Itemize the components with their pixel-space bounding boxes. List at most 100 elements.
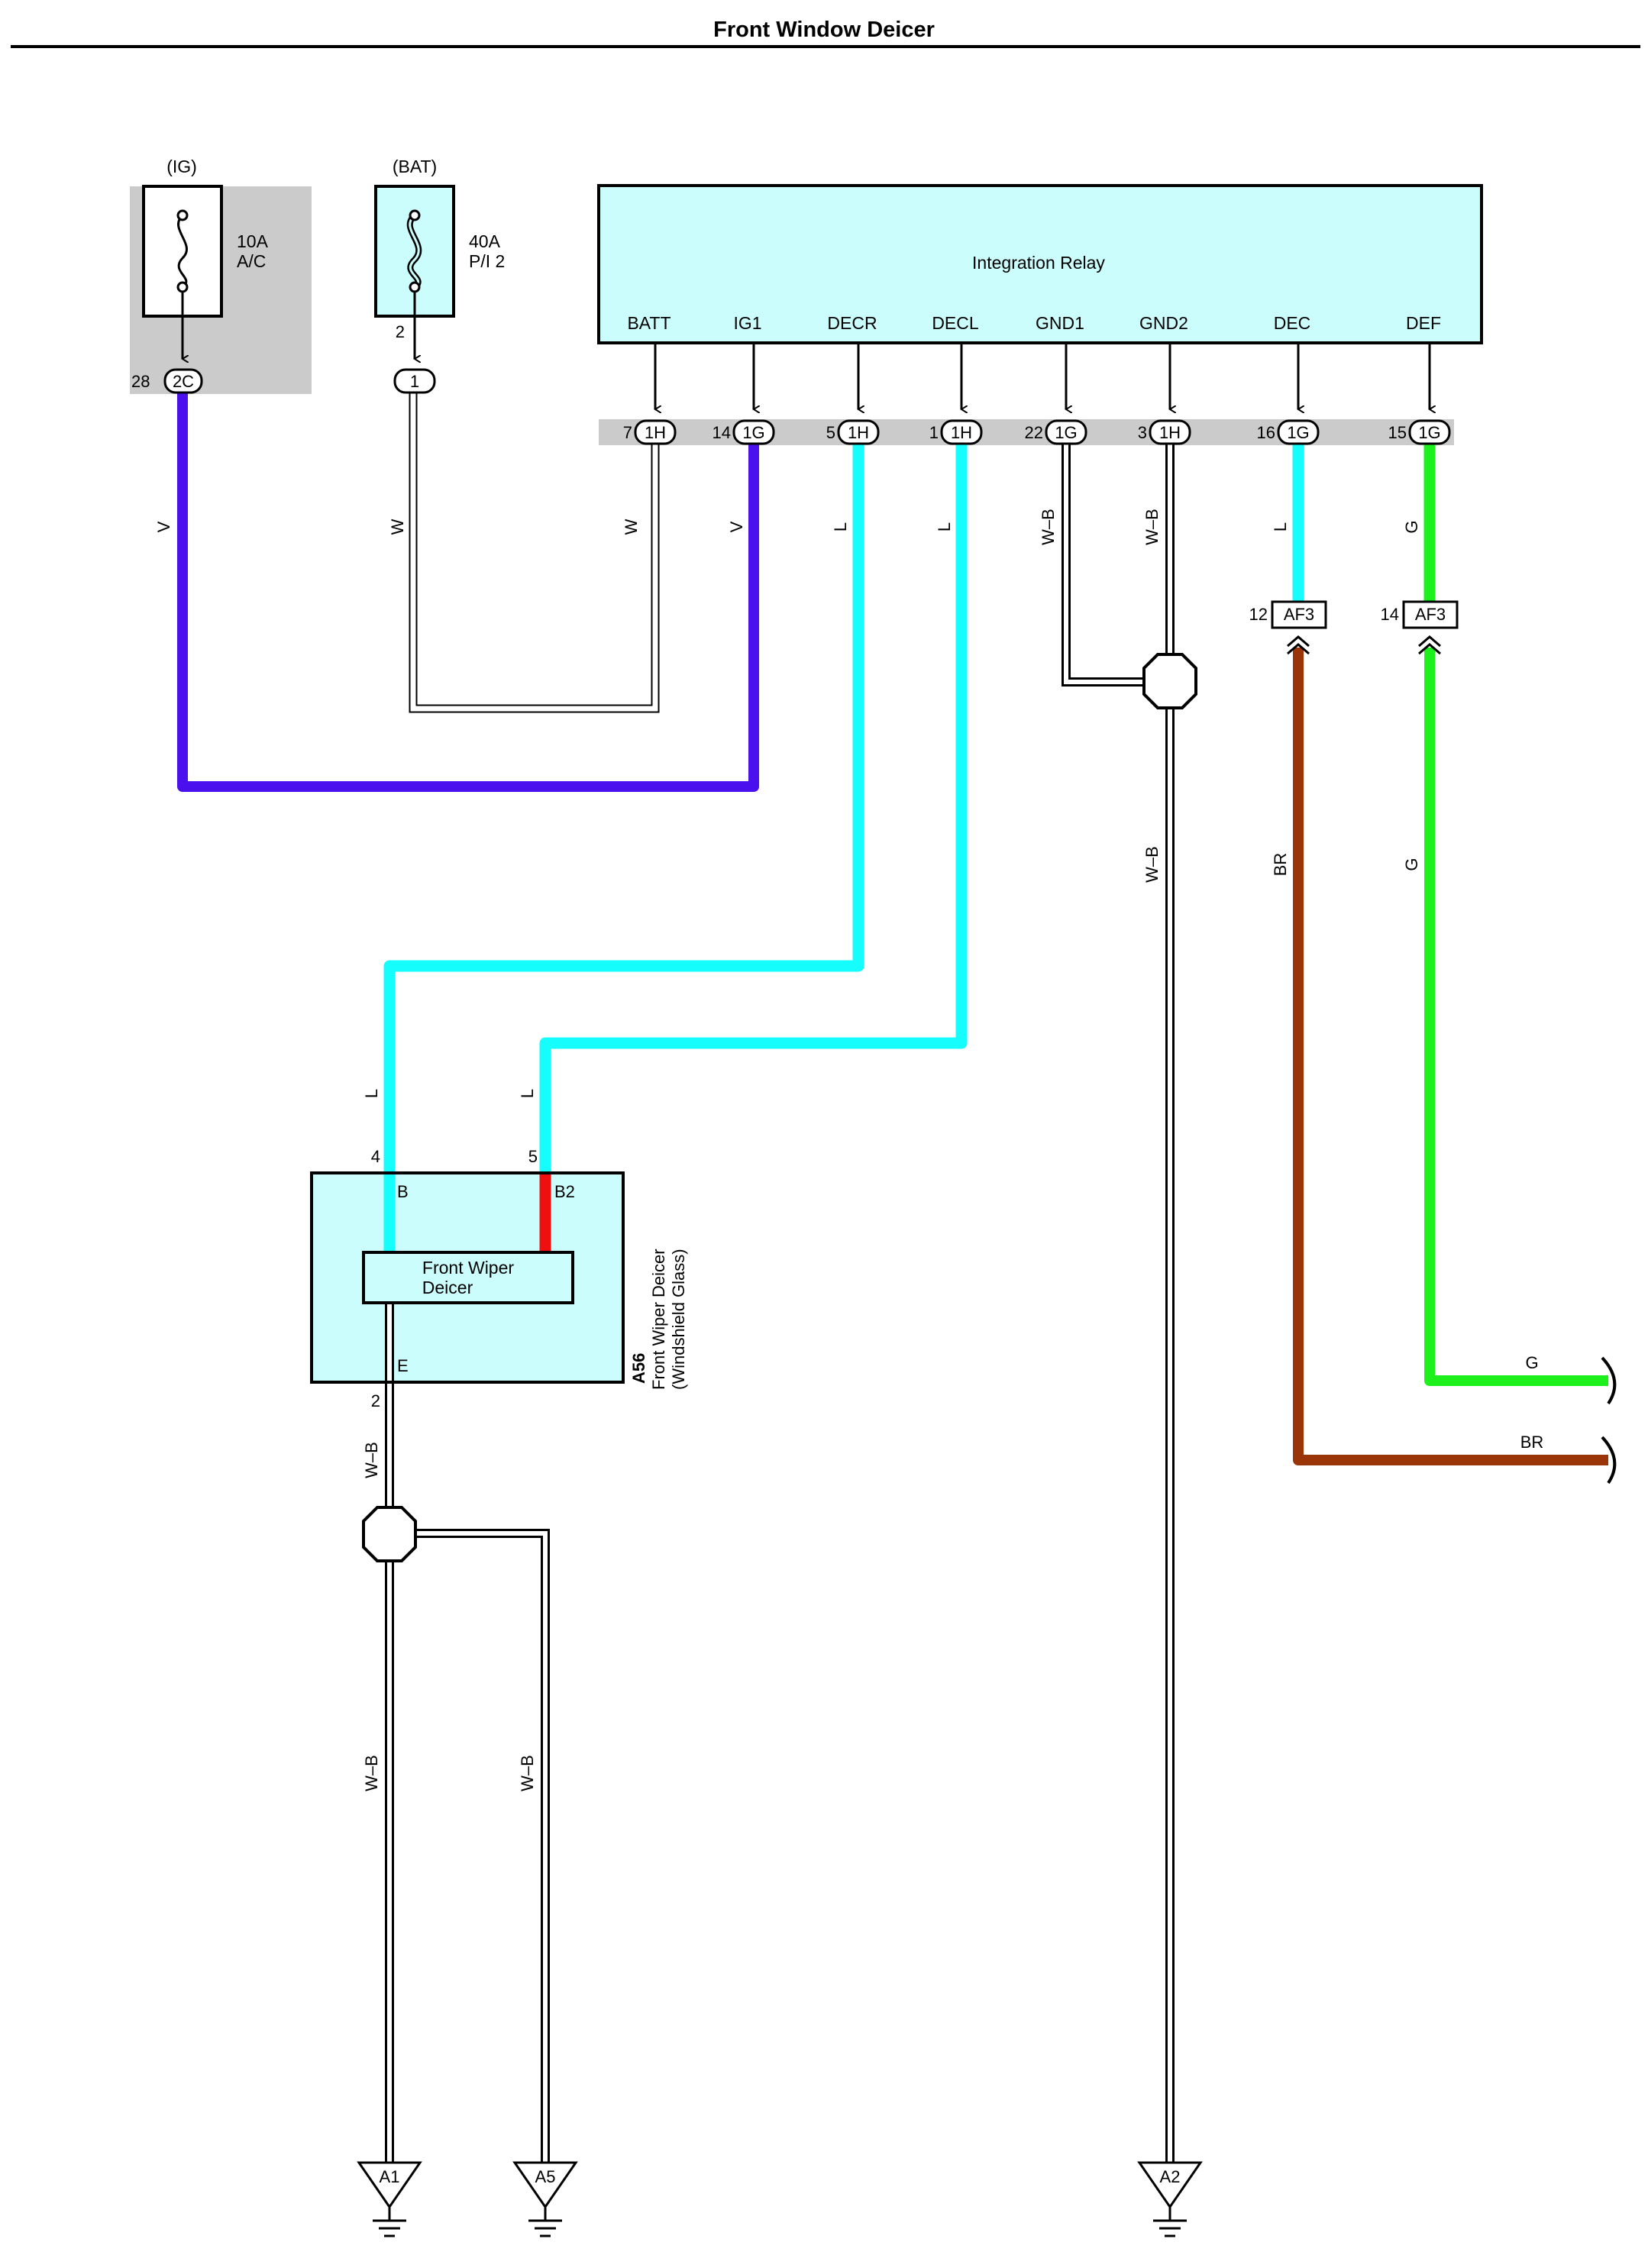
- svg-text:B: B: [397, 1182, 409, 1201]
- relay-terminal-label: GND2: [1139, 313, 1188, 333]
- svg-text:G: G: [1525, 1353, 1538, 1372]
- svg-text:G: G: [1402, 858, 1421, 871]
- svg-text:4: 4: [371, 1147, 380, 1166]
- wire-l-decl: [539, 444, 968, 1171]
- svg-text:L: L: [935, 522, 954, 531]
- relay-connector-code: 1G: [1287, 423, 1309, 442]
- relay-pin-number: 22: [1025, 423, 1043, 442]
- fuse-bat-tag: (BAT): [393, 157, 437, 176]
- svg-text:AF3: AF3: [1284, 605, 1314, 624]
- svg-text:40A: 40A: [469, 231, 501, 251]
- relay-connector-code: 1G: [1055, 423, 1077, 442]
- relay-terminal-label: DECR: [827, 313, 877, 333]
- relay-connector-pin: [1408, 419, 1451, 445]
- relay-terminals: BATT 1H 7 IG1 1G 14 DECR 1H 5 DECL 1H 1 GND1 1G 22 GND2…: [623, 313, 1451, 445]
- splice-gnd: [1142, 653, 1197, 709]
- relay-terminal-label: IG1: [733, 313, 761, 333]
- svg-text:W: W: [622, 519, 641, 535]
- svg-text:BR: BR: [1271, 853, 1290, 877]
- relay-terminal-label: DECL: [932, 313, 979, 333]
- wire-g: [1424, 648, 1608, 1386]
- svg-text:BR: BR: [1520, 1433, 1544, 1452]
- relay-connector-pin: [1149, 419, 1191, 445]
- relay-pin-number: 15: [1388, 423, 1407, 442]
- wire-wb-gnd1: [1062, 444, 1161, 687]
- relay-connector-code: 1H: [645, 423, 666, 442]
- wire-v: [177, 387, 759, 792]
- svg-text:E: E: [397, 1356, 409, 1375]
- svg-text:28: 28: [131, 372, 150, 391]
- relay-connector-pin: [634, 419, 677, 445]
- svg-text:A/C: A/C: [237, 251, 266, 271]
- svg-text:W–B: W–B: [1142, 846, 1162, 883]
- svg-text:B2: B2: [554, 1182, 575, 1201]
- svg-text:A2: A2: [1160, 2167, 1181, 2186]
- svg-text:W–B: W–B: [362, 1755, 381, 1791]
- deicer-element: [362, 1251, 574, 1304]
- relay-connector-code: 1G: [742, 423, 764, 442]
- svg-text:A1: A1: [380, 2167, 400, 2186]
- svg-text:1: 1: [410, 372, 419, 391]
- relay-connector-code: 1H: [951, 423, 972, 442]
- relay-terminal-label: GND1: [1036, 313, 1084, 333]
- svg-text:(Windshield Glass): (Windshield Glass): [669, 1249, 688, 1390]
- svg-text:Deicer: Deicer: [422, 1278, 473, 1297]
- fuse-ig-tag: (IG): [166, 157, 197, 176]
- relay-connector-code: 1H: [848, 423, 869, 442]
- svg-text:2: 2: [396, 322, 405, 341]
- fuse-bat: (BAT) 40A P/I 2 2 1: [374, 157, 505, 394]
- svg-text:L: L: [831, 522, 850, 531]
- wire-break-g: [1601, 1356, 1617, 1405]
- relay-connector-pin: [1277, 419, 1320, 445]
- svg-text:AF3: AF3: [1415, 605, 1446, 624]
- svg-text:V: V: [727, 521, 746, 532]
- wire-br: [1293, 648, 1608, 1465]
- af3-connector-dec: 12 AF3: [1249, 600, 1327, 655]
- ground-a1: A1: [357, 2161, 422, 2237]
- svg-text:P/I 2: P/I 2: [469, 251, 505, 271]
- relay-pin-number: 5: [826, 423, 835, 442]
- svg-text:W: W: [388, 519, 407, 535]
- svg-text:L: L: [362, 1089, 381, 1098]
- svg-text:A5: A5: [535, 2167, 556, 2186]
- splice-deicer: [362, 1506, 417, 1562]
- relay-terminal-label: DEF: [1406, 313, 1441, 333]
- relay-name: Integration Relay: [972, 253, 1105, 273]
- svg-text:G: G: [1402, 520, 1421, 533]
- relay-pin-number: 1: [929, 423, 939, 442]
- relay-pin-number: 14: [713, 423, 731, 442]
- ground-a5: A5: [512, 2161, 578, 2237]
- svg-text:L: L: [1271, 522, 1290, 531]
- relay-connector-pin: [837, 419, 880, 445]
- relay-connector-code: 1H: [1159, 423, 1181, 442]
- svg-text:W–B: W–B: [1142, 509, 1162, 545]
- af3-connector-def: 14 AF3: [1381, 600, 1459, 655]
- integration-relay: Integration Relay: [597, 184, 1483, 344]
- svg-text:2C: 2C: [173, 372, 194, 391]
- relay-connector-code: 1G: [1418, 423, 1440, 442]
- wire-break-br: [1601, 1436, 1617, 1485]
- ground-a2: A2: [1137, 2161, 1203, 2237]
- svg-text:2: 2: [371, 1391, 380, 1410]
- relay-pin-number: 7: [623, 423, 632, 442]
- svg-text:Front Wiper: Front Wiper: [422, 1258, 514, 1278]
- svg-text:A56: A56: [629, 1353, 648, 1384]
- svg-text:12: 12: [1249, 605, 1268, 624]
- svg-text:W–B: W–B: [518, 1755, 537, 1791]
- svg-text:W–B: W–B: [1039, 509, 1058, 545]
- svg-text:V: V: [154, 521, 173, 532]
- fuse-ig: (IG) 10A A/C 28 2C: [131, 157, 269, 394]
- svg-text:W–B: W–B: [362, 1442, 381, 1478]
- relay-connector-pin: [732, 419, 775, 445]
- relay-pin-number: 3: [1138, 423, 1147, 442]
- svg-text:5: 5: [528, 1147, 538, 1166]
- wire-labels: V W W V L L W–B W–B L G W–B BR G L L L R…: [154, 509, 1543, 1791]
- page-title: Front Window Deicer: [713, 18, 935, 42]
- svg-text:Front Wiper Deicer: Front Wiper Deicer: [649, 1249, 668, 1390]
- wire-l-decr: [383, 444, 864, 1252]
- relay-terminal-label: BATT: [627, 313, 671, 333]
- front-wiper-deicer: Front Wiper Deicer 4 5 B B2 E 2 A56 Fron…: [310, 1147, 688, 1410]
- svg-text:14: 14: [1381, 605, 1399, 624]
- svg-text:L: L: [518, 1089, 537, 1098]
